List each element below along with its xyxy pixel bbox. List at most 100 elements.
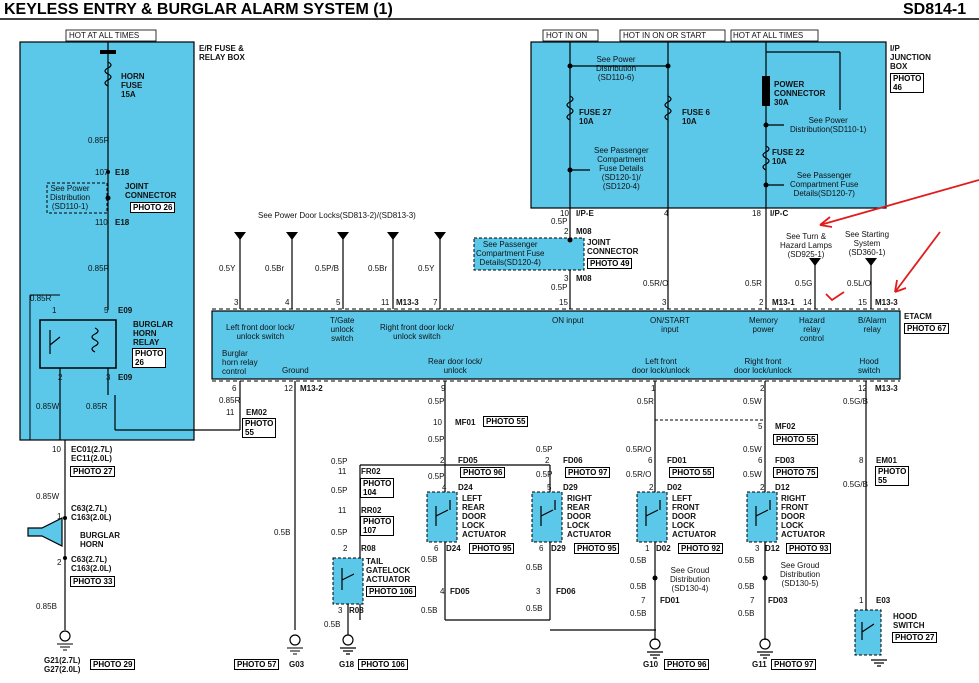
fd03b: FD03 [768, 596, 788, 605]
g11: G11 [752, 660, 767, 669]
ip-pin-10: 10 [560, 209, 569, 218]
d02b-pin: 1 [645, 544, 650, 553]
wire-05r: 0.5R [745, 279, 762, 288]
etacm-burglar-control: Burglar horn relay control [222, 349, 258, 376]
fd03-pin: 6 [758, 456, 763, 465]
r08-pin: 2 [343, 544, 348, 553]
etacm-pin-4: 4 [285, 298, 290, 307]
see-passenger-fuse-120-4: See Passenger Compartment Fuse Details(S… [476, 240, 545, 267]
d24-pin: 4 [442, 483, 447, 492]
d02b: D02 [656, 544, 671, 553]
ipe-label: I/P-E [576, 209, 594, 218]
fd01-pin: 6 [648, 456, 653, 465]
d24b-pin: 6 [434, 544, 439, 553]
wire-05p-a: 0.5P [551, 217, 568, 226]
wire-05b-g03: 0.5B [274, 528, 291, 537]
conn-110: 110 [95, 218, 108, 227]
red-annotation-arrows [819, 179, 979, 302]
page-title: KEYLESS ENTRY & BURGLAR ALARM SYSTEM (1) [4, 1, 393, 18]
wire-085b: 0.85B [36, 602, 57, 611]
mf02: MF02 [775, 422, 796, 431]
etacm-tgate-switch: T/Gate unlock switch [330, 316, 355, 343]
wire-05y-a: 0.5Y [219, 264, 236, 273]
photo-27-b: PHOTO 27 [892, 632, 938, 643]
wire-05b-fd03: 0.5B [738, 582, 755, 591]
etacm-pin-5: 5 [336, 298, 341, 307]
burglar-horn-relay-label: BURGLAR HORN RELAY [133, 320, 173, 347]
g10: G10 [643, 660, 659, 669]
ec01: EC01(2.7L) EC11(2.0L) [71, 445, 113, 463]
d02-pin: 2 [649, 483, 654, 492]
see-power-distribution-110-6: See Power Distribution (SD110-6) [596, 55, 637, 82]
e09-b: E09 [118, 373, 133, 382]
e18-a: E18 [115, 168, 130, 177]
right-rear-actuator: RIGHT REAR DOOR LOCK ACTUATOR [567, 494, 612, 539]
page-id: SD814-1 [903, 1, 967, 18]
photo-67: PHOTO 67 [904, 323, 950, 334]
etacm-module [211, 310, 901, 380]
etacm-pin-11: 11 [381, 298, 390, 307]
wire-05r-fd: 0.5R [637, 397, 654, 406]
g21-g27: G21(2.7L) G27(2.0L) [44, 656, 81, 674]
etacm-m13-3-a: M13-3 [396, 298, 419, 307]
etacm-left-front-switch: Left front door lock/ unlock switch [226, 323, 295, 341]
em01-pin: 8 [859, 456, 864, 465]
wire-085r-a: 0.85R [88, 136, 110, 145]
see-turn-hazard: See Turn & Hazard Lamps (SD925-1) [780, 232, 833, 259]
wire-05p-b: 0.5P [551, 283, 568, 292]
wire-05p-g: 0.5P [428, 472, 445, 481]
etacm-pin-1: 1 [651, 384, 656, 393]
e09-a: E09 [118, 306, 133, 315]
c63b-pin: 2 [57, 558, 62, 567]
wire-05p-i: 0.5P [536, 470, 553, 479]
etacm-left-front-lu: Left front door lock/unlock [632, 357, 690, 375]
wire-05b-d12: 0.5B [738, 556, 755, 565]
wire-085r-left: 0.85R [219, 396, 241, 405]
ip-pin-4: 4 [664, 209, 669, 218]
relay-pin-3: 3 [106, 373, 111, 382]
d02: D02 [667, 483, 682, 492]
em02-pin: 11 [226, 408, 235, 417]
wire-05p-c: 0.5P [428, 435, 445, 444]
photo-33: PHOTO 33 [70, 576, 116, 587]
tailgate-actuator: TAIL GATELOCK ACTUATOR [366, 557, 411, 584]
photo-55-em02: PHOTO 55 [242, 418, 277, 438]
d29b-pin: 6 [539, 544, 544, 553]
etacm-m13-2: M13-2 [300, 384, 323, 393]
photo-29: PHOTO 29 [90, 659, 136, 670]
photo-55-mf01: PHOTO 55 [483, 416, 529, 427]
ip-junction-title: I/P JUNCTION BOX [890, 44, 931, 71]
er-box-title: E/R FUSE & RELAY BOX [199, 44, 245, 62]
er-fuse-box [19, 41, 195, 441]
wire-05gb-b: 0.5G/B [843, 480, 868, 489]
d29-pin: 5 [547, 483, 552, 492]
photo-93: PHOTO 93 [786, 543, 832, 554]
photo-95-b: PHOTO 95 [574, 543, 620, 554]
fuse-27: FUSE 27 10A [579, 108, 612, 126]
etacm-hood-switch: Hood switch [858, 357, 881, 375]
photo-96-b: PHOTO 96 [664, 659, 710, 670]
photo-97-b: PHOTO 97 [771, 659, 817, 670]
photo-106-a: PHOTO 106 [366, 586, 416, 597]
fd06-pin: 2 [545, 456, 550, 465]
photo-55-c: PHOTO 55 [773, 434, 819, 445]
etacm-pin-12a: 12 [284, 384, 293, 393]
d12: D12 [775, 483, 790, 492]
hot-at-all-times-right: HOT AT ALL TIMES [733, 31, 804, 40]
m08-b: M08 [576, 274, 592, 283]
d29b: D29 [551, 544, 566, 553]
wire-05b-d29: 0.5B [526, 563, 543, 572]
wire-05ro-b: 0.5R/O [626, 470, 652, 479]
burglar-horn-label: BURGLAR HORN [80, 531, 120, 549]
r08b-pin: 3 [338, 606, 343, 615]
c63: C63(2.7L) C163(2.0L) [71, 504, 112, 522]
wire-05lo: 0.5L/O [847, 279, 872, 288]
wire-05y-b: 0.5Y [418, 264, 435, 273]
wire-085r-d: 0.85R [86, 402, 108, 411]
fd01: FD01 [667, 456, 687, 465]
photo-75: PHOTO 75 [773, 467, 819, 478]
etacm-pin-3a: 3 [234, 298, 239, 307]
see-power-distribution-110-1-ip: See Power Distribution(SD110-1) [790, 116, 867, 134]
etacm-pin-9: 9 [441, 384, 446, 393]
fd05b: FD05 [450, 587, 470, 596]
